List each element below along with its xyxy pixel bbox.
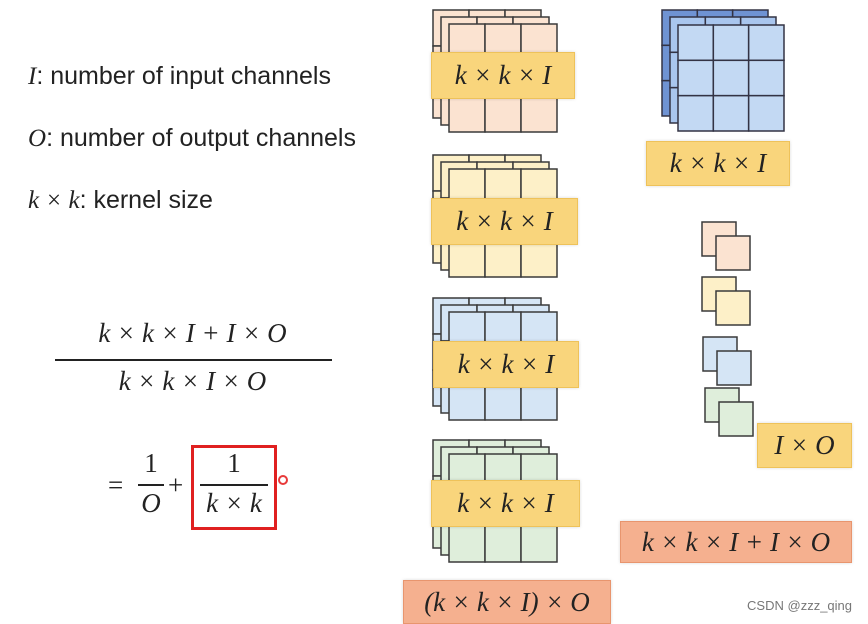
def-input-channels: I: number of input channels — [28, 62, 331, 91]
pointwise-filter-1-layer-2 — [715, 235, 751, 271]
plus-sign: + — [168, 470, 184, 500]
def-kernel-size: k × k: kernel size — [28, 186, 213, 215]
def-output-channels: O: number of output channels — [28, 124, 356, 153]
output-text: : number of output channels — [46, 124, 356, 152]
pointwise-label: I × O — [757, 423, 852, 468]
term2-fraction-line — [200, 484, 268, 486]
ratio-denominator: k × k × I × O — [118, 366, 267, 396]
filter-label-2: k × k × I — [431, 198, 578, 245]
output-symbol: O — [28, 125, 47, 152]
term1-fraction-line — [138, 484, 164, 486]
term2-numerator: 1 — [227, 448, 241, 478]
term1-numerator: 1 — [144, 448, 158, 478]
ratio-numerator: k × k × I + I × O — [98, 318, 287, 348]
filter-label-1: k × k × I — [431, 52, 575, 99]
cursor-marker — [278, 475, 288, 485]
term1-denominator: O — [141, 488, 161, 518]
input-symbol: I — [28, 63, 37, 90]
separable-conv-total-label: k × k × I + I × O — [620, 521, 852, 563]
pointwise-filter-2-layer-2 — [715, 290, 751, 326]
highlighted-term-box — [191, 445, 277, 530]
equals-sign: = — [108, 470, 124, 500]
ratio-fraction-line — [55, 359, 332, 361]
filter-label-3: k × k × I — [433, 341, 579, 388]
filter-label-4: k × k × I — [431, 480, 580, 527]
depthwise-stack-front — [677, 24, 785, 132]
term2-denominator: k × k — [206, 488, 262, 518]
kernel-symbol: k × k — [28, 187, 80, 214]
kernel-text: : kernel size — [79, 186, 213, 214]
depthwise-label: k × k × I — [646, 141, 790, 186]
standard-conv-total-label: (k × k × I) × O — [403, 580, 611, 624]
watermark: CSDN @zzz_qing — [747, 598, 852, 613]
pointwise-filter-4-layer-2 — [718, 401, 754, 437]
pointwise-filter-3-layer-2 — [716, 350, 752, 386]
input-text: : number of input channels — [36, 62, 331, 90]
